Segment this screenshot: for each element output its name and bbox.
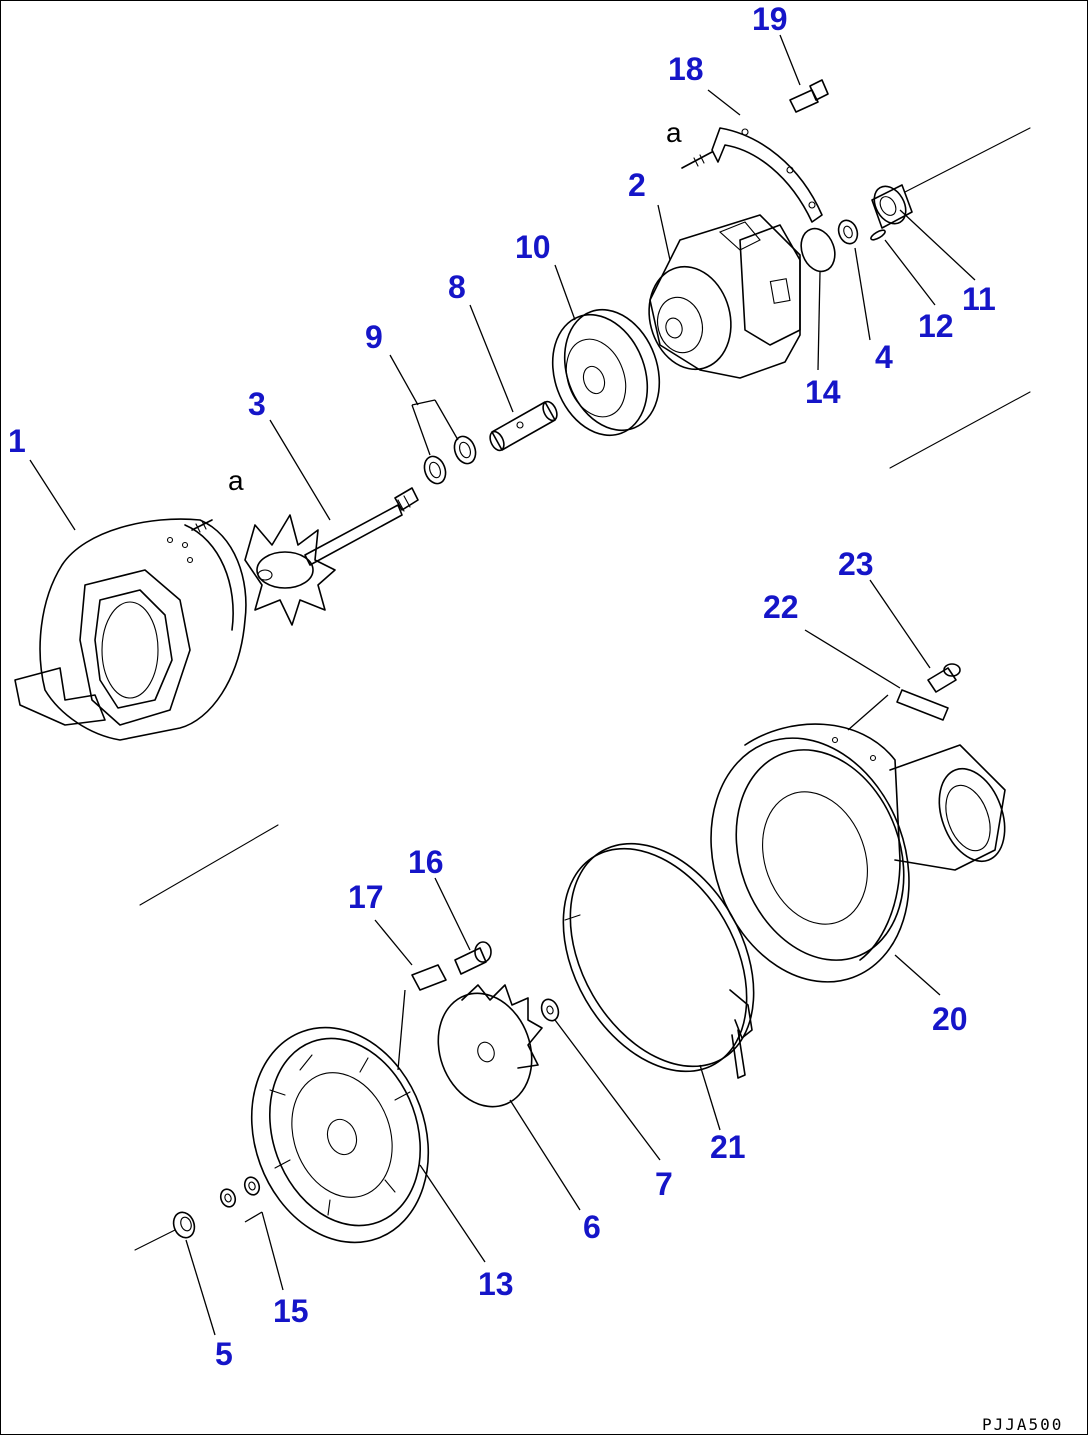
lock-plate-22 [896, 689, 949, 721]
callout-3: 3 [248, 386, 266, 422]
callout-15: 15 [273, 1293, 309, 1329]
washer-7 [540, 998, 560, 1022]
callout-7: 7 [655, 1166, 673, 1202]
compressor-back-plate [250, 1026, 430, 1244]
callout-1: 1 [8, 423, 26, 459]
callout-4: 4 [875, 339, 893, 375]
callout-17: 17 [348, 879, 384, 915]
callout-20: 20 [932, 1001, 968, 1037]
callout-2: 2 [628, 167, 646, 203]
axis-line-mid-right [889, 391, 1031, 469]
compressor-wheel [437, 984, 543, 1108]
journal-bearing [489, 400, 558, 452]
callout-22: 22 [763, 589, 799, 625]
bolt-23 [927, 663, 961, 693]
turbine-wheel-shaft [244, 487, 419, 626]
callout-18: 18 [668, 51, 704, 87]
o-ring-14 [800, 227, 836, 273]
drawing-code: PJJA500 [982, 1415, 1063, 1434]
back-plate-disk [551, 308, 661, 437]
callout-12: 12 [918, 308, 954, 344]
compressor-housing [710, 723, 1006, 983]
callout-6: 6 [583, 1209, 601, 1245]
seal-rings-15 [219, 1176, 261, 1208]
callout-19: 19 [752, 1, 788, 37]
bolt-a-upper [681, 151, 713, 169]
axis-line-mid-left [139, 824, 279, 906]
callout-16: 16 [408, 844, 444, 880]
nut-4 [837, 219, 859, 245]
center-housing [648, 214, 801, 379]
leader-lines [29, 34, 976, 1336]
seal-rings [423, 435, 477, 485]
callout-23: 23 [838, 546, 874, 582]
lock-plate-17 [411, 964, 447, 991]
bolt-16 [454, 941, 492, 975]
lock-plate [711, 127, 823, 223]
insert-5 [172, 1211, 196, 1239]
callout-5: 5 [215, 1336, 233, 1372]
v-band-clamp [562, 842, 755, 1079]
bolt-a-lower [191, 519, 213, 533]
callout-13: 13 [478, 1266, 514, 1302]
callout-8: 8 [448, 269, 466, 305]
axis-line-bottom [134, 1229, 176, 1251]
view-letter-upper: a [666, 117, 682, 148]
turbine-housing [14, 518, 247, 741]
callout-9: 9 [365, 319, 383, 355]
callout-21: 21 [710, 1129, 746, 1165]
callout-14: 14 [805, 374, 841, 410]
callout-10: 10 [515, 229, 551, 265]
callout-11: 11 [962, 281, 996, 317]
bolt-19 [789, 79, 829, 113]
pin-12 [870, 229, 886, 241]
axis-line-top [904, 127, 1031, 193]
view-letter-lower: a [228, 465, 244, 496]
nut-11 [871, 184, 913, 229]
